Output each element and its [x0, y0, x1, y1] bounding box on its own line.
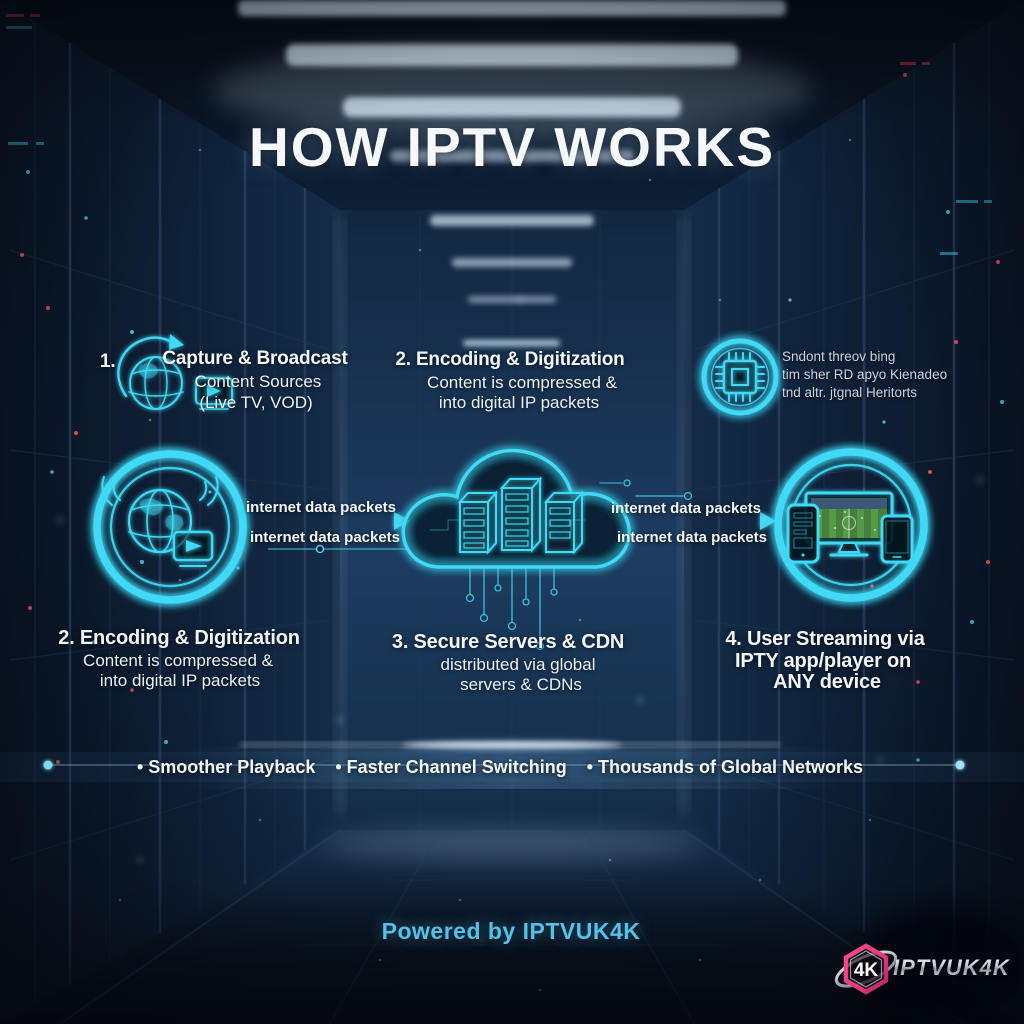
feature-global-networks: • Thousands of Global Networks — [586, 757, 864, 777]
step2-top-line2: into digital IP packets — [438, 393, 600, 412]
left-flow-arrow — [247, 512, 410, 554]
step3-line2: servers & CDNs — [460, 675, 582, 694]
step2-bottom-line2: into digital IP packets — [99, 671, 261, 690]
step4-line1: 4. User Streaming via — [725, 628, 925, 650]
feature-smoother-playback: • Smoother Playback — [136, 757, 316, 777]
globe-broadcast-icon — [117, 334, 234, 410]
step2-top-heading: 2. Encoding & Digitization — [395, 349, 625, 370]
step2-bottom-heading: 2. Encoding & Digitization — [58, 627, 300, 649]
step1-number: 1. — [100, 351, 116, 372]
step1-heading: Capture & Broadcast — [162, 348, 348, 369]
step4-line2: IPTY app/player on — [734, 650, 912, 672]
step1-line2: (Live TV, VOD) — [199, 393, 313, 412]
logo-name: IPTVUK4K — [893, 955, 1010, 980]
chip-note-line3: tnd altr. jtgnal Heritorts — [782, 385, 918, 400]
circuit-traces — [429, 479, 693, 651]
features-row: • Smoother Playback • Faster Channel Swi… — [137, 757, 863, 778]
powered-by: Powered by IPTVUK4K — [381, 918, 641, 944]
page-title: HOW IPTV WORKS — [248, 116, 776, 178]
light-streak — [463, 340, 560, 346]
cloud-servers-icon — [401, 448, 693, 651]
feature-faster-switching: • Faster Channel Switching — [335, 757, 567, 777]
step1-line1: Content Sources — [194, 372, 322, 391]
packet-label-right-top: internet data packets — [610, 500, 762, 517]
step2-bottom-line1: Content is compressed & — [83, 651, 273, 670]
cpu-chip-icon — [701, 338, 779, 416]
globe-media-source-icon — [93, 450, 247, 604]
step2-top-line1: Content is compressed & — [427, 373, 617, 392]
packet-label-left-bottom: internet data packets — [249, 529, 401, 546]
chip-note-line2: tim sher RD apyo Kienadeo — [782, 367, 948, 382]
chip-note-line1: Sndont threov bing — [782, 349, 896, 364]
right-flow-arrow — [615, 512, 776, 530]
packet-label-right-bottom: internet data packets — [616, 529, 768, 546]
step3-line1: distributed via global — [440, 655, 596, 674]
packet-label-left-top: internet data packets — [245, 499, 397, 516]
multi-device-streaming-icon — [774, 448, 928, 602]
step4-line3: ANY device — [773, 671, 881, 693]
feature-bar — [0, 741, 1024, 789]
step3-heading: 3. Secure Servers & CDN — [391, 631, 625, 653]
